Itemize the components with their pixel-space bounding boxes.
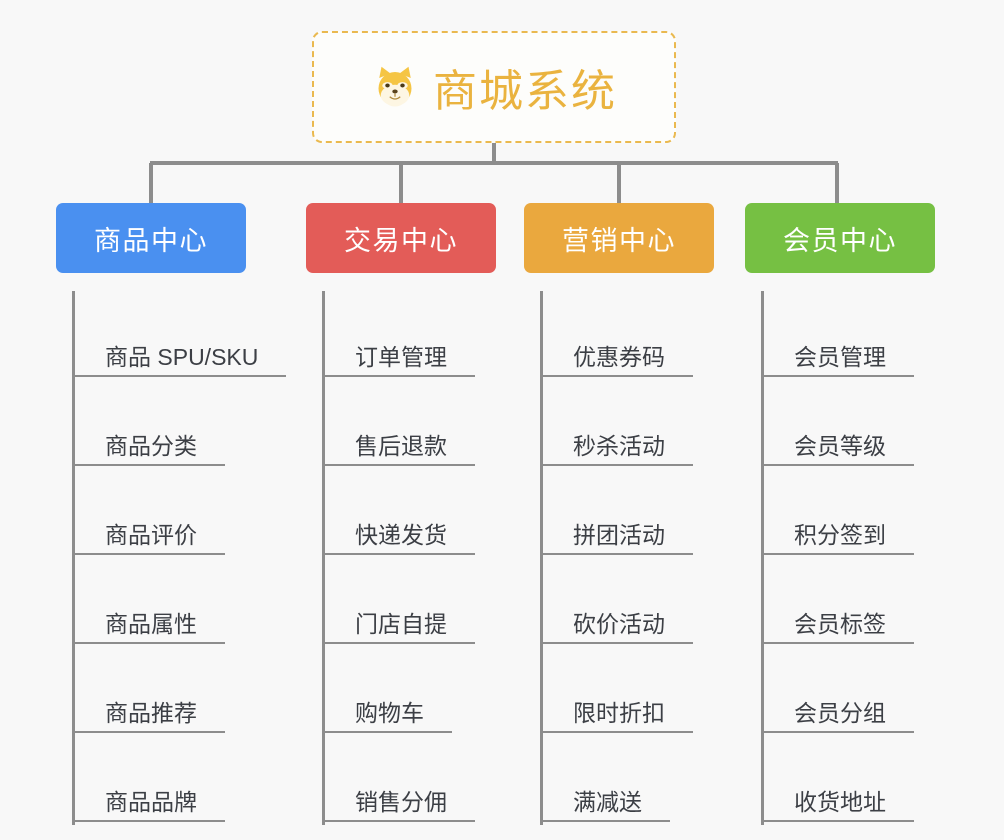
list-item[interactable]: 会员标签: [764, 558, 935, 647]
leaf-label: 收货地址: [764, 789, 914, 822]
leaf-label: 商品属性: [75, 611, 225, 644]
list-item[interactable]: 商品评价: [75, 469, 246, 558]
leaf-label: 快递发货: [325, 522, 475, 555]
leaf-label: 商品 SPU/SKU: [75, 344, 287, 377]
leaf-list-transaction-center: 订单管理 售后退款 快递发货 门店自提 购物车 销售分佣: [322, 291, 496, 825]
list-item[interactable]: 商品分类: [75, 380, 246, 469]
leaf-label: 会员等级: [764, 433, 914, 466]
leaf-label: 商品评价: [75, 522, 225, 555]
list-item[interactable]: 积分签到: [764, 469, 935, 558]
column-transaction-center: 交易中心 订单管理 售后退款 快递发货 门店自提 购物车: [306, 203, 496, 825]
list-item[interactable]: 商品品牌: [75, 736, 246, 825]
leaf-label: 秒杀活动: [543, 433, 693, 466]
leaf-label: 满减送: [543, 789, 670, 822]
list-item[interactable]: 购物车: [325, 647, 496, 736]
list-item[interactable]: 门店自提: [325, 558, 496, 647]
category-label: 交易中心: [344, 225, 458, 256]
leaf-label: 销售分佣: [325, 789, 475, 822]
category-label: 营销中心: [562, 225, 676, 256]
list-item[interactable]: 满减送: [543, 736, 714, 825]
category-label: 会员中心: [783, 225, 897, 256]
leaf-label: 售后退款: [325, 433, 475, 466]
list-item[interactable]: 秒杀活动: [543, 380, 714, 469]
leaf-label: 拼团活动: [543, 522, 693, 555]
list-item[interactable]: 商品属性: [75, 558, 246, 647]
column-product-center: 商品中心 商品 SPU/SKU 商品分类 商品评价 商品属性 商品推荐: [56, 203, 287, 825]
leaf-label: 商品推荐: [75, 700, 225, 733]
list-item[interactable]: 销售分佣: [325, 736, 496, 825]
list-item[interactable]: 快递发货: [325, 469, 496, 558]
leaf-label: 砍价活动: [543, 611, 693, 644]
list-item[interactable]: 会员管理: [764, 291, 935, 380]
leaf-label: 订单管理: [325, 344, 475, 377]
list-item[interactable]: 订单管理: [325, 291, 496, 380]
shiba-dog-face-icon: [371, 63, 419, 111]
leaf-label: 会员分组: [764, 700, 914, 733]
leaf-label: 会员管理: [764, 344, 914, 377]
category-label: 商品中心: [94, 225, 208, 256]
list-item[interactable]: 砍价活动: [543, 558, 714, 647]
leaf-list-product-center: 商品 SPU/SKU 商品分类 商品评价 商品属性 商品推荐 商品品牌: [72, 291, 287, 825]
category-box-marketing-center[interactable]: 营销中心: [524, 203, 714, 273]
root-node-shopping-mall-system[interactable]: 商城系统: [312, 31, 676, 143]
column-marketing-center: 营销中心 优惠券码 秒杀活动 拼团活动 砍价活动 限时折扣: [524, 203, 714, 825]
root-title: 商城系统: [433, 67, 617, 116]
list-item[interactable]: 拼团活动: [543, 469, 714, 558]
leaf-label: 门店自提: [325, 611, 475, 644]
leaf-list-member-center: 会员管理 会员等级 积分签到 会员标签 会员分组 收货地址: [761, 291, 935, 825]
list-item[interactable]: 收货地址: [764, 736, 935, 825]
category-box-member-center[interactable]: 会员中心: [745, 203, 935, 273]
leaf-label: 优惠券码: [543, 344, 693, 377]
list-item[interactable]: 商品 SPU/SKU: [75, 291, 287, 380]
leaf-label: 积分签到: [764, 522, 914, 555]
leaf-label: 限时折扣: [543, 700, 693, 733]
list-item[interactable]: 会员等级: [764, 380, 935, 469]
list-item[interactable]: 会员分组: [764, 647, 935, 736]
leaf-label: 购物车: [325, 700, 452, 733]
list-item[interactable]: 优惠券码: [543, 291, 714, 380]
column-member-center: 会员中心 会员管理 会员等级 积分签到 会员标签 会员分组: [745, 203, 935, 825]
leaf-label: 商品品牌: [75, 789, 225, 822]
leaf-label: 会员标签: [764, 611, 914, 644]
list-item[interactable]: 限时折扣: [543, 647, 714, 736]
category-box-transaction-center[interactable]: 交易中心: [306, 203, 496, 273]
list-item[interactable]: 售后退款: [325, 380, 496, 469]
list-item[interactable]: 商品推荐: [75, 647, 246, 736]
leaf-label: 商品分类: [75, 433, 225, 466]
category-box-product-center[interactable]: 商品中心: [56, 203, 246, 273]
leaf-list-marketing-center: 优惠券码 秒杀活动 拼团活动 砍价活动 限时折扣 满减送: [540, 291, 714, 825]
